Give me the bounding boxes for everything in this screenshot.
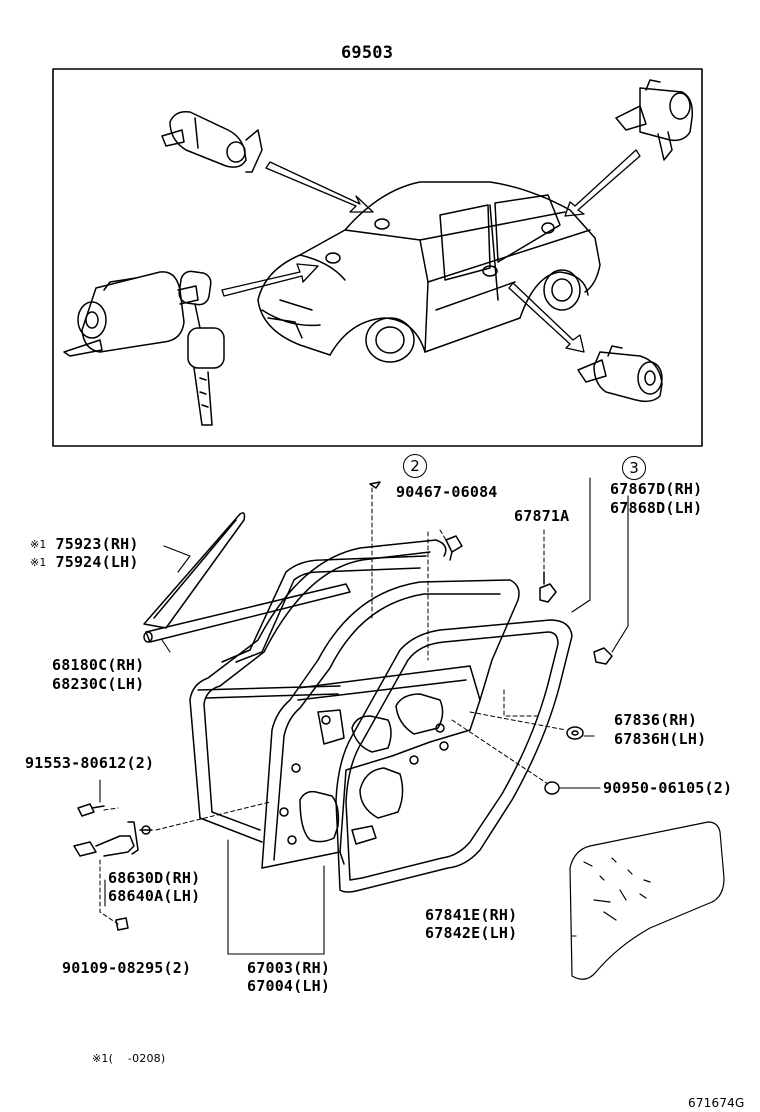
label-75923-text: 75923(RH) (55, 535, 139, 553)
label-67842e: 67842E(LH) (425, 924, 518, 942)
label-90950: 90950-06105(2) (603, 779, 733, 797)
label-68640a: 68640A(LH) (108, 887, 201, 905)
label-90109: 90109-08295(2) (62, 959, 192, 977)
note-mark-icon: ※1 (30, 538, 47, 551)
inset-part-number: 69503 (341, 43, 394, 63)
label-75924: ※1 75924(LH) (30, 553, 139, 572)
label-67003: 67003(RH) (247, 959, 331, 977)
footnote-text: ( -0208) (108, 1052, 166, 1065)
door-weatherstrip-75923 (143, 512, 246, 629)
label-91553: 91553-80612(2) (25, 754, 155, 772)
callout-2: 2 (403, 454, 427, 478)
glass-run-68180c (143, 583, 351, 643)
label-67841e: 67841E(RH) (425, 906, 518, 924)
inset-arrows (221, 149, 641, 353)
door-trim-board (569, 821, 725, 980)
label-90467: 90467-06084 (396, 483, 498, 501)
ignition-cylinder-left (63, 271, 199, 357)
label-67871a: 67871A (514, 507, 570, 525)
label-67867d: 67867D(RH) (610, 480, 703, 498)
label-67836h: 67836H(LH) (614, 730, 707, 748)
small-parts (73, 481, 613, 931)
door-panel-outer (189, 539, 447, 843)
door-weatherstrip-67841e (335, 619, 573, 893)
door-shell-67003 (261, 579, 520, 869)
label-68230c: 68230C(LH) (52, 675, 145, 693)
callout-3: 3 (622, 456, 646, 480)
label-67004: 67004(LH) (247, 977, 331, 995)
footnote: ※1( -0208) (92, 1050, 165, 1068)
inset-frame (52, 68, 703, 447)
key-left (178, 270, 225, 426)
leader-lines (99, 477, 629, 955)
label-68180c: 68180C(RH) (52, 656, 145, 674)
diagram-code: 671674G (688, 1096, 745, 1110)
note-mark-icon-2: ※1 (30, 556, 47, 569)
label-75924-text: 75924(LH) (55, 553, 139, 571)
lock-cylinder-top-right (615, 79, 694, 161)
label-67868d: 67868D(LH) (610, 499, 703, 517)
label-75923: ※1 75923(RH) (30, 535, 139, 554)
label-67836: 67836(RH) (614, 711, 698, 729)
car-illustration (257, 181, 601, 363)
lock-cylinder-bottom-right (577, 345, 663, 403)
label-68630d: 68630D(RH) (108, 869, 201, 887)
dashed-leaders (99, 487, 567, 925)
footnote-mark: ※1 (92, 1052, 109, 1065)
lock-cylinder-top-left (161, 110, 263, 173)
